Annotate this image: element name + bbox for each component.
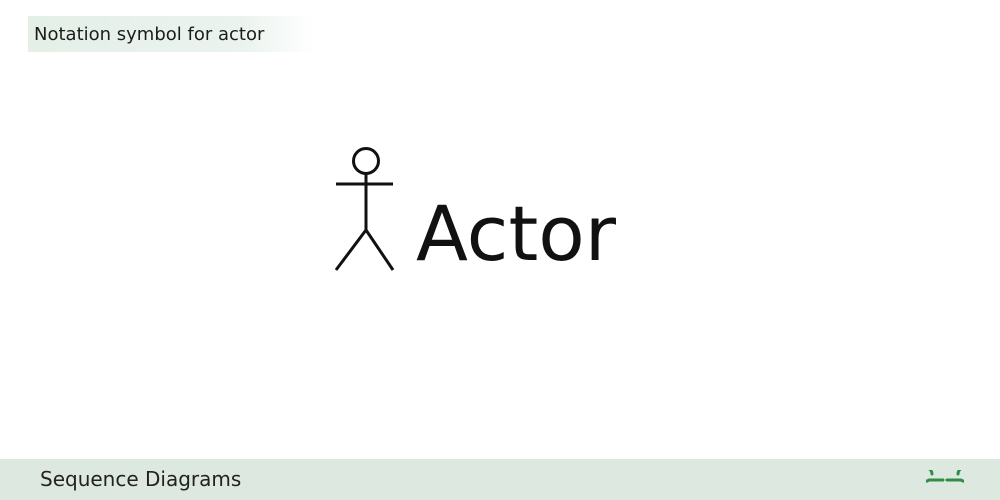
actor-head [352, 147, 380, 175]
actor-label: Actor [416, 189, 616, 278]
notation-label: Notation symbol for actor [34, 23, 265, 45]
stick-figure-icon [334, 147, 395, 271]
notation-label-box: Notation symbol for actor [28, 16, 314, 52]
footer-bar: Sequence Diagrams [0, 459, 1000, 500]
actor-left-leg [334, 229, 368, 271]
gfg-logo-icon [926, 470, 964, 483]
footer-title: Sequence Diagrams [40, 467, 242, 491]
actor-right-leg [364, 229, 395, 271]
